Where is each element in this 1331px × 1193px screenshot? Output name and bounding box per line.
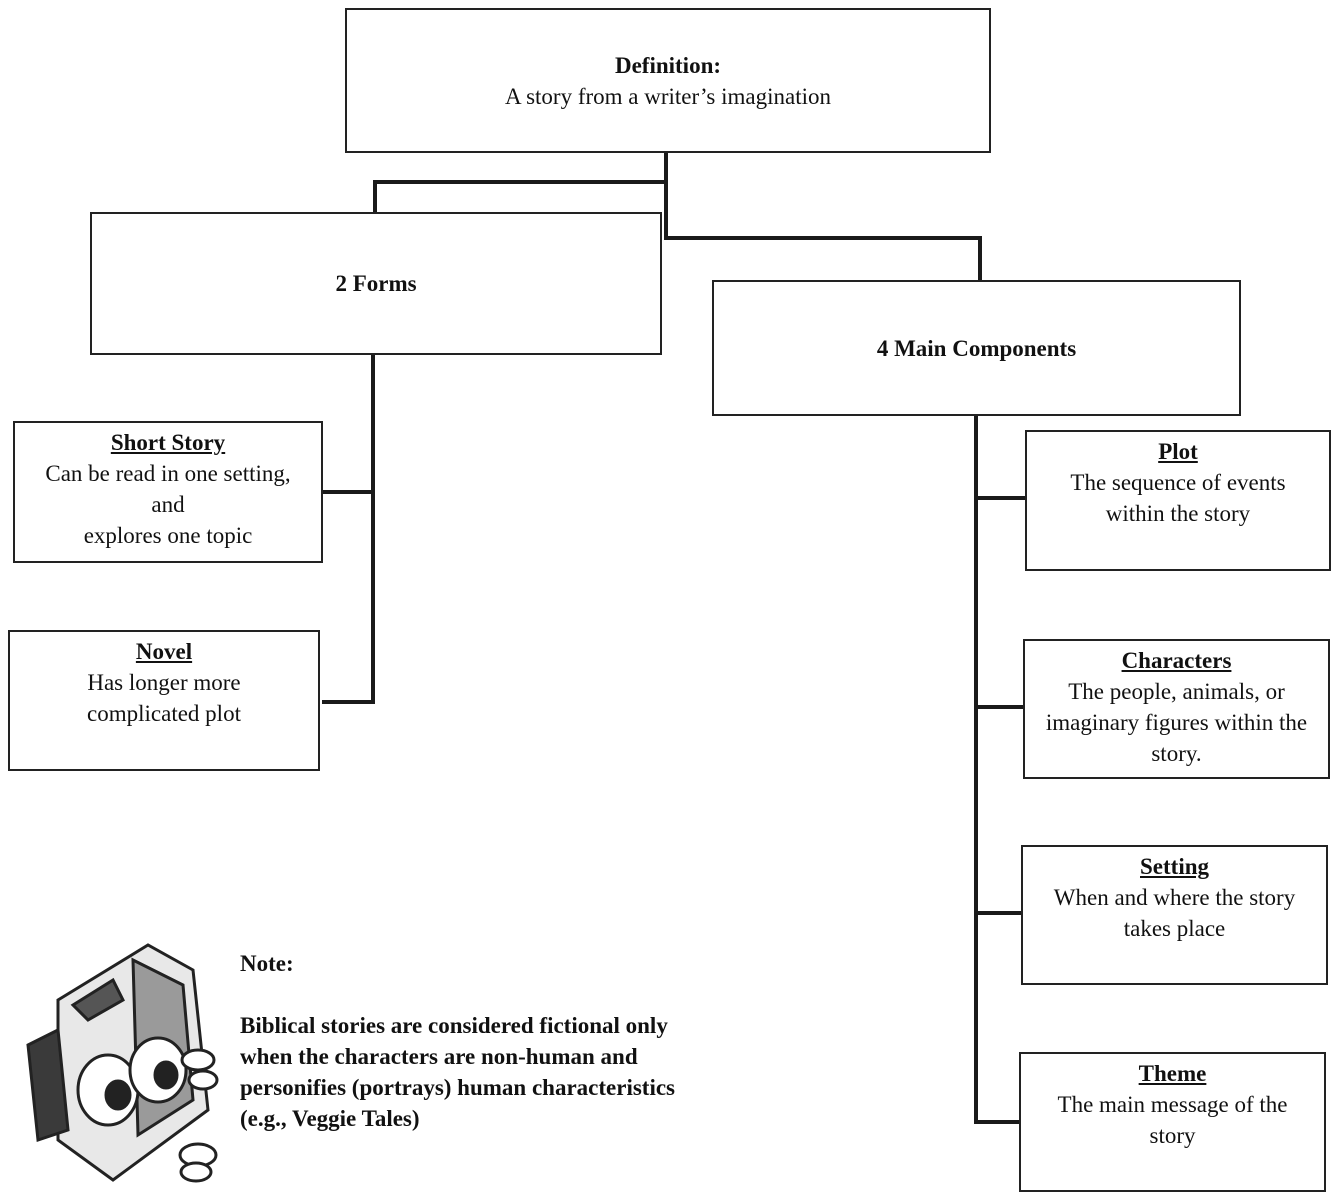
definition-heading: Definition: (614, 52, 722, 78)
definition-box: Definition: A story from a writer’s imag… (345, 8, 991, 153)
novel-box: Novel Has longer more complicated plot (8, 630, 320, 771)
connector-root-components (664, 182, 982, 280)
note-text: Biblical stories are considered fictiona… (240, 1013, 676, 1131)
plot-title: Plot (1158, 439, 1198, 464)
setting-line: When and where the story (1053, 885, 1296, 910)
components-box: 4 Main Components (712, 280, 1241, 416)
short-story-line: Can be read in one setting, (45, 461, 291, 486)
characters-title: Characters (1121, 648, 1232, 673)
novel-title: Novel (135, 639, 193, 664)
theme-line: story (1149, 1123, 1196, 1148)
theme-box: Theme The main message of the story (1019, 1052, 1326, 1192)
setting-title: Setting (1140, 854, 1209, 879)
definition-text: A story from a writer’s imagination (505, 83, 831, 109)
components-label: 4 Main Components (876, 335, 1077, 361)
novel-line: Has longer more (87, 670, 241, 695)
note-title: Note: (240, 951, 294, 976)
setting-box: Setting When and where the story takes p… (1021, 845, 1328, 985)
theme-title: Theme (1138, 1061, 1207, 1086)
forms-box: 2 Forms (90, 212, 662, 355)
short-story-box: Short Story Can be read in one setting, … (13, 421, 323, 563)
plot-line: The sequence of events (1070, 470, 1286, 495)
connector-root-forms (373, 150, 668, 215)
plot-line: within the story (1105, 501, 1251, 526)
characters-line: story. (1151, 741, 1202, 766)
connector-components-trunk (974, 416, 1020, 1124)
short-story-line: and (151, 492, 185, 517)
theme-line: The main message of the (1057, 1092, 1288, 1117)
note-block: Note: Biblical stories are considered fi… (240, 948, 700, 1134)
forms-label: 2 Forms (335, 271, 417, 296)
plot-box: Plot The sequence of events within the s… (1025, 430, 1331, 571)
short-story-title: Short Story (110, 430, 226, 455)
characters-line: The people, animals, or (1068, 679, 1285, 704)
characters-box: Characters The people, animals, or imagi… (1023, 639, 1330, 779)
connector-forms-trunk (322, 354, 375, 704)
short-story-line: explores one topic (83, 523, 253, 548)
setting-line: takes place (1123, 916, 1226, 941)
book-character-icon (26, 943, 219, 1183)
novel-line: complicated plot (87, 701, 241, 726)
characters-line: imaginary figures within the (1045, 710, 1308, 735)
